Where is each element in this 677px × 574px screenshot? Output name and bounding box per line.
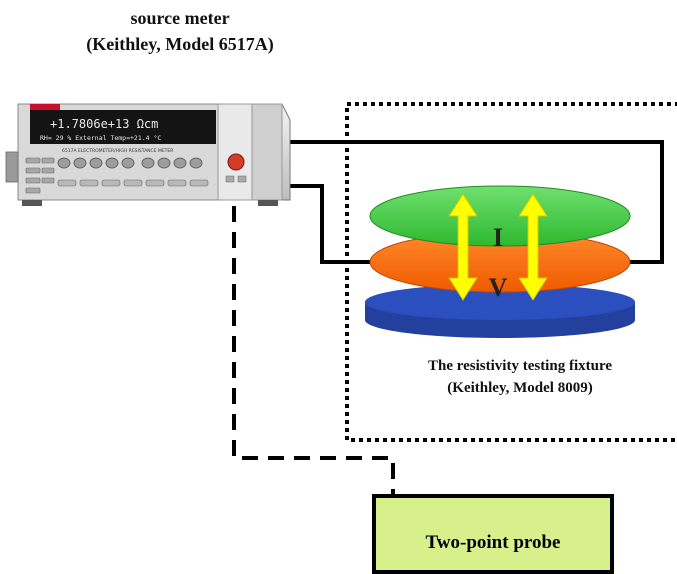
current-symbol: I: [493, 223, 503, 252]
probe-label: Two-point probe: [425, 532, 561, 553]
top-disc: [369, 185, 631, 247]
diagram-canvas: +1.7806e+13 Ωcm RH= 29 % External Temp=+…: [5, 102, 677, 494]
wire-lower: [288, 184, 374, 264]
display-status: RH= 29 % External Temp=+21.4 °C: [40, 134, 161, 142]
two-point-probe-box: Two-point probe: [372, 494, 614, 574]
meter-button-row: [57, 157, 203, 169]
arrow-right: [518, 193, 548, 301]
meter-red-knob: [227, 153, 245, 171]
display-reading: +1.7806e+13 Ωcm: [50, 117, 158, 131]
fixture-enclosure: [345, 102, 677, 442]
meter-title-line1: source meter: [130, 8, 230, 28]
meter-key-row: [57, 179, 209, 187]
wire-upper: [284, 140, 664, 264]
model-strip: 6517A ELECTROMETER/HIGH RESISTANCE METER: [62, 148, 173, 154]
meter-side-keys: [25, 157, 55, 194]
voltage-symbol: V: [489, 273, 508, 302]
fixture-label-line2: (Keithley, Model 8009): [447, 380, 593, 396]
bottom-disc: [365, 284, 635, 338]
brand-badge: [30, 104, 60, 110]
meter-display: [30, 110, 216, 144]
source-meter: +1.7806e+13 Ωcm RH= 29 % External Temp=+…: [5, 103, 291, 206]
fixture-label-line1: The resistivity testing fixture: [427, 358, 612, 374]
arrow-left: [448, 193, 478, 301]
probe-cable: [232, 206, 395, 494]
meter-title-line2: (Keithley, Model 6517A): [86, 34, 274, 54]
